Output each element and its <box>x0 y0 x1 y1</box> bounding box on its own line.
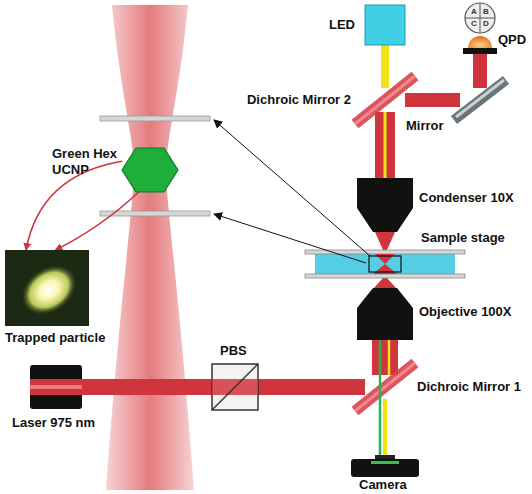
led-beam <box>381 45 389 88</box>
led-source-shape-part <box>365 5 405 45</box>
laser-beam <box>375 232 395 250</box>
zoom-pointer <box>214 120 370 256</box>
camera-shape-part <box>371 461 399 464</box>
particle-image: Trapped particle <box>5 250 89 326</box>
emission-line <box>379 340 382 455</box>
laser-beam <box>258 379 365 395</box>
component-label: Objective 100X <box>419 304 512 320</box>
component-label: QPD <box>498 32 526 48</box>
laser-beam <box>372 340 398 375</box>
mirror-shape-part <box>454 80 506 120</box>
particle-image-shape-part <box>12 255 86 325</box>
laser-beam <box>473 54 487 88</box>
laser-source: Laser 975 nm <box>30 365 82 409</box>
laser-beam <box>82 379 212 395</box>
sample-stage-shape-part <box>305 274 465 278</box>
component-label: LED <box>329 17 355 33</box>
image-arrow <box>55 192 138 250</box>
quadrant-letter: B <box>481 7 491 17</box>
laser-beam <box>375 112 395 178</box>
quadrant-letter: A <box>469 7 479 17</box>
beam-splitter-shape-part <box>212 364 258 410</box>
quadrant-photodiode: QPD <box>455 2 505 54</box>
component-label: Mirror <box>406 118 444 134</box>
mirror-shape <box>460 88 500 112</box>
hex-particle: Green Hex UCNP <box>122 148 178 192</box>
particle-image-shape <box>5 250 89 326</box>
condenser-lens-shape-part <box>357 178 413 232</box>
led-source: LED <box>365 5 405 45</box>
objective-lens-shape-part <box>357 288 413 340</box>
led-source-shape <box>365 5 405 45</box>
hex-particle-shape <box>122 148 178 192</box>
component-label: Trapped particle <box>5 330 105 346</box>
component-label: Sample stage <box>421 230 505 246</box>
condenser-lens: Condenser 10X <box>357 178 413 232</box>
laser-source-shape-part <box>30 385 82 389</box>
imaging-beam <box>383 399 387 455</box>
particle-image-shape-part <box>5 250 89 326</box>
quadrant-letter: D <box>481 19 491 29</box>
component-label: PBS <box>220 343 247 359</box>
sample-stage-shape <box>305 250 465 278</box>
beam-splitter: PBS <box>212 364 258 410</box>
sample-stage-shape-part <box>315 254 455 274</box>
dichroic-mirror: Dichroic Mirror 1 <box>365 375 405 399</box>
component-label: Dichroic Mirror 1 <box>417 379 521 395</box>
zoom-pointer <box>214 214 366 263</box>
laser-beam <box>374 278 396 288</box>
dichroic-mirror: Dichroic Mirror 2 <box>365 88 405 112</box>
dichroic-mirror-shape-part <box>355 363 415 411</box>
quadrant-photodiode-shape <box>455 2 505 54</box>
led-light-line <box>384 112 387 178</box>
laser-source-shape <box>30 365 82 409</box>
condenser-lens-shape <box>357 178 413 232</box>
hex-particle-shape-part <box>122 148 178 192</box>
beam-splitter-shape-part <box>212 364 258 410</box>
dichroic-mirror-shape-part <box>355 363 415 411</box>
dichroic-mirror-shape <box>365 88 405 112</box>
trap-beam <box>106 5 194 490</box>
component-label: Condenser 10X <box>419 190 514 206</box>
component-label: Laser 975 nm <box>12 415 95 431</box>
component-label: Green Hex UCNP <box>52 146 118 178</box>
mirror: Mirror <box>460 88 500 112</box>
camera: Camera <box>345 455 425 477</box>
glass-plane <box>100 116 210 121</box>
sample-stage-shape-part <box>369 256 401 272</box>
objective-lens: Objective 100X <box>357 288 413 340</box>
component-label: Dichroic Mirror 2 <box>247 92 351 108</box>
quadrant-photodiode-shape-part <box>468 36 492 48</box>
beam-splitter-shape <box>212 364 258 410</box>
laser-beam <box>405 93 460 107</box>
quadrant-photodiode-shape-part <box>463 48 497 54</box>
quadrant-photodiode-shape-part <box>480 3 481 33</box>
component-label: Camera <box>359 477 407 493</box>
mirror-shape-part <box>456 80 504 117</box>
quadrant-letter: C <box>469 19 479 29</box>
sample-stage: Sample stage <box>305 250 465 278</box>
camera-shape <box>345 455 425 477</box>
dichroic-mirror-shape <box>365 375 405 399</box>
objective-lens-shape <box>357 288 413 340</box>
led-light-line <box>388 340 391 375</box>
camera-shape-part <box>351 459 419 477</box>
laser-source-shape-part <box>30 365 82 409</box>
laser-source-shape-part <box>30 379 82 395</box>
quadrant-photodiode-shape-part <box>465 3 495 33</box>
